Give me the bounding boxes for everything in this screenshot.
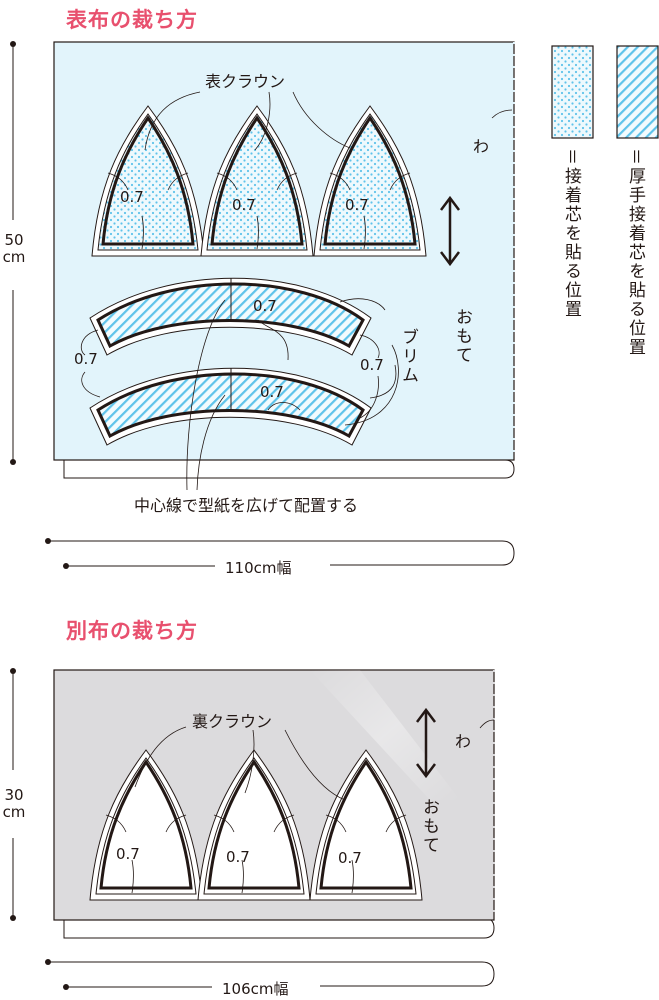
legend-dots-label: ＝接着芯を貼る位置 (561, 148, 581, 319)
grainline-arrow-1 (440, 195, 460, 267)
height-value: 50 (4, 231, 24, 249)
legend-stripes-label: ＝厚手接着芯を貼る位置 (625, 148, 645, 357)
crown-seam-2: 0.7 (232, 196, 256, 214)
crown-seam-1: 0.7 (120, 188, 144, 206)
brim-seam-top-2: 0.7 (260, 383, 284, 401)
section1-title: 表布の裁ち方 (66, 8, 198, 32)
back-crown-seam-3: 0.7 (338, 849, 362, 867)
back-crown-seam-1: 0.7 (116, 845, 140, 863)
height-unit: cm (2, 247, 26, 266)
brim-pieces (80, 277, 399, 491)
brim-seam-top-1: 0.7 (253, 297, 277, 315)
height-label-50: 50 cm (0, 232, 28, 265)
center-line-note: 中心線で型紙を広げて配置する (134, 496, 359, 515)
brim-label: ブリム (398, 328, 418, 385)
fold-label-1: わ (473, 137, 490, 156)
height-label-30: 30 cm (0, 787, 28, 820)
height-value: 30 (4, 786, 24, 804)
legend-dots-swatch (551, 45, 594, 139)
fold-label-2: わ (455, 732, 472, 751)
back-crown-label: 裏クラウン (192, 712, 273, 731)
face-label-1: おもて (452, 308, 472, 365)
back-crown-pieces (89, 749, 423, 901)
height-dimension-30 (10, 668, 16, 921)
width-dimension-106 (45, 959, 495, 990)
legend-stripes-swatch (616, 45, 659, 139)
back-crown-seam-2: 0.7 (226, 848, 250, 866)
height-unit: cm (2, 802, 26, 821)
height-dimension-50 (10, 41, 16, 465)
crown-seam-3: 0.7 (345, 196, 369, 214)
width-dimension-110 (45, 538, 515, 569)
section2-title: 別布の裁ち方 (66, 619, 198, 643)
width-label-106: 106cm幅 (214, 978, 297, 999)
brim-seam-left: 0.7 (74, 350, 98, 368)
face-label-2: おもて (419, 798, 439, 855)
front-crown-pieces (91, 105, 427, 257)
grainline-arrow-2 (416, 707, 436, 779)
brim-seam-right: 0.7 (360, 356, 384, 374)
front-crown-label: 表クラウン (205, 72, 286, 91)
width-label-110: 110cm幅 (217, 557, 300, 578)
